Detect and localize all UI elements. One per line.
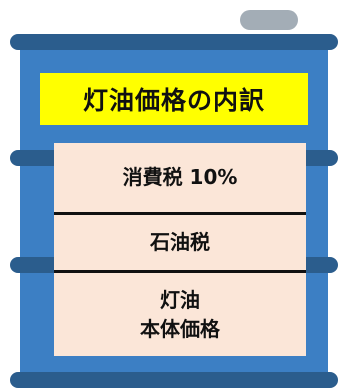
segment-kerosene-base-price: 灯油 本体価格 bbox=[54, 273, 306, 356]
drum-cap bbox=[240, 10, 298, 30]
segment-divider bbox=[54, 212, 306, 215]
diagram-title-text: 灯油価格の内訳 bbox=[82, 86, 265, 115]
diagram-title: 灯油価格の内訳 bbox=[40, 73, 308, 125]
drum-rim-top bbox=[10, 34, 338, 50]
segment-label-line-2: 本体価格 bbox=[140, 316, 220, 341]
segment-divider bbox=[54, 270, 306, 273]
segment-petroleum-tax: 石油税 bbox=[54, 215, 306, 270]
price-breakdown-panel: 消費税 10% 石油税 灯油 本体価格 bbox=[54, 143, 306, 356]
segment-label: 消費税 10% bbox=[122, 165, 238, 189]
drum-rim-bottom bbox=[10, 372, 338, 388]
segment-consumption-tax: 消費税 10% bbox=[54, 143, 306, 212]
segment-label: 石油税 bbox=[150, 230, 210, 254]
segment-label-line-1: 灯油 bbox=[160, 287, 200, 312]
